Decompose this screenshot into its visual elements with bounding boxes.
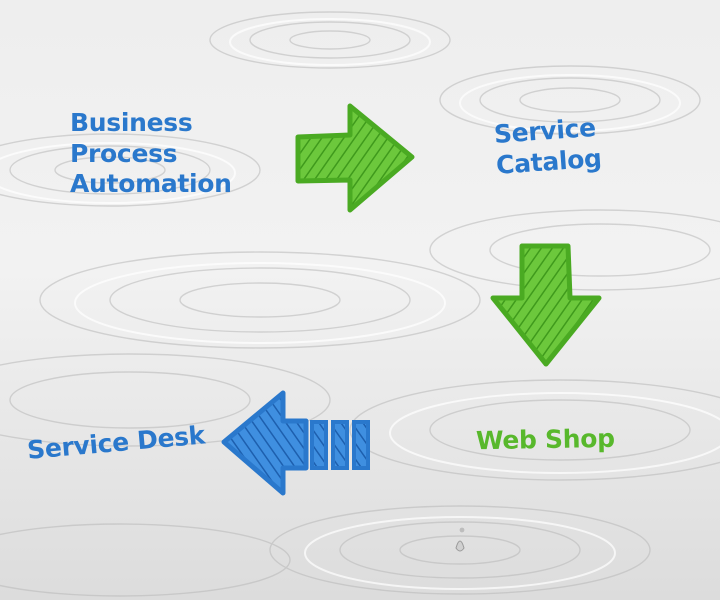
- node-label-line: Automation: [70, 169, 232, 198]
- node-label-line: Web Shop: [475, 423, 615, 456]
- node-label-line: Business: [70, 108, 193, 137]
- node-business-process-automation: Business Process Automation: [70, 108, 232, 200]
- node-web-shop: Web Shop: [476, 424, 615, 457]
- node-service-catalog: Service Catalog: [493, 113, 603, 181]
- node-label-line: Process: [70, 138, 178, 168]
